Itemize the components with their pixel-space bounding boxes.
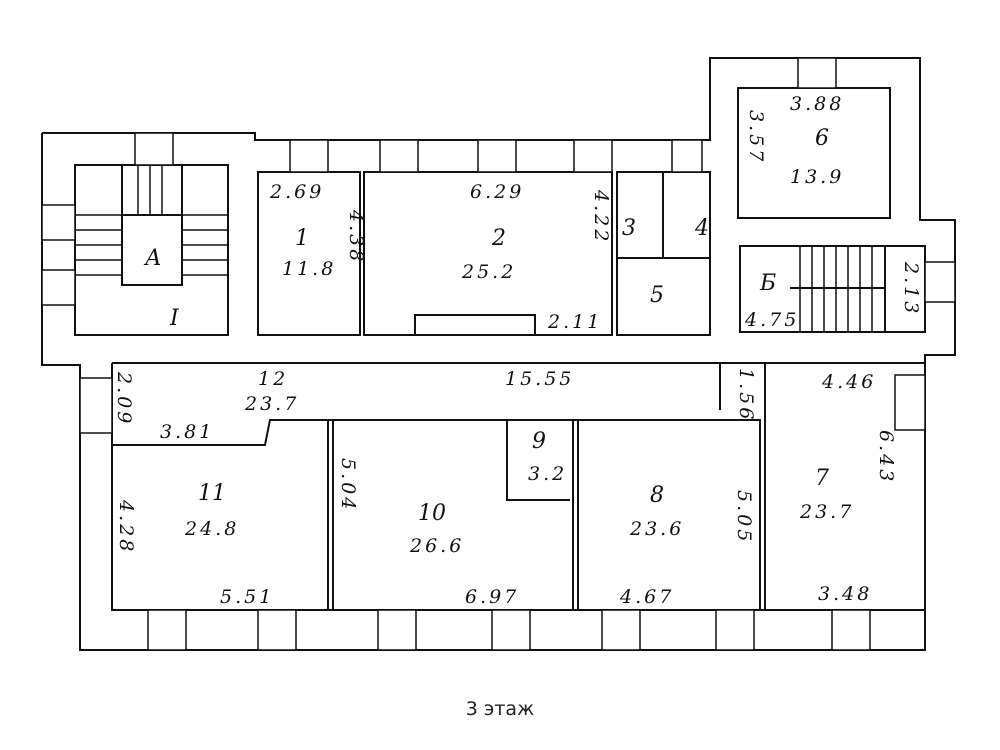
dimension-label: 2.11 — [547, 311, 602, 333]
dimension-label: 2.69 — [269, 181, 324, 203]
dimension-label: 4.67 — [619, 586, 674, 608]
dimension-label: 4.38 — [345, 209, 367, 264]
dimension-label: 24.8 — [184, 518, 239, 540]
dimension-label: 5.51 — [220, 586, 274, 608]
dimension-label: 5.05 — [733, 490, 755, 544]
dimension-label: 4.46 — [821, 371, 876, 393]
floor-caption: 3 этаж — [465, 698, 535, 720]
dimension-label: 25.2 — [461, 261, 516, 283]
dimension-label: 2.09 — [113, 371, 135, 426]
stair-a-mark: I — [169, 306, 180, 331]
dimension-label: 1.56 — [735, 368, 757, 422]
dimension-label: 3.48 — [818, 583, 872, 605]
dimension-label: 6 — [815, 126, 829, 151]
dimension-label: 6.43 — [875, 430, 897, 484]
dimension-label: 11 — [198, 481, 226, 506]
dimension-label: 3.81 — [160, 421, 214, 443]
stair-treads — [75, 165, 873, 332]
dimension-label: 2 — [491, 226, 506, 251]
dimension-label: 6.97 — [465, 586, 519, 608]
dimension-label: 3.88 — [790, 93, 844, 115]
dimension-label: 23.7 — [799, 501, 854, 523]
dimension-label: 11.8 — [282, 258, 336, 280]
windows — [41, 57, 956, 651]
dimension-label: Б — [759, 271, 776, 296]
dimension-label: 13.9 — [790, 166, 844, 188]
dimension-label: 4.75 — [744, 309, 799, 331]
labels: А I 2.69 4.38 1 11.8 6.29 4.22 2 25.2 2.… — [113, 93, 922, 608]
stair-a-letter: А — [143, 246, 162, 271]
dimension-label: 4.22 — [590, 189, 612, 244]
dimension-label: 12 — [258, 368, 288, 390]
dimension-label: 23.7 — [244, 393, 299, 415]
dimension-label: 5.04 — [337, 458, 359, 512]
dimension-label: 9 — [532, 429, 546, 454]
dimension-label: 4 — [694, 216, 709, 241]
dimension-label: 3.57 — [745, 110, 767, 164]
dimension-label: 26.6 — [409, 535, 464, 557]
dimension-label: 3.2 — [528, 463, 567, 485]
dimension-label: 1 — [295, 226, 309, 251]
dimension-label: 10 — [418, 501, 446, 526]
dimension-label: 4.28 — [115, 499, 137, 554]
dimension-label: 5 — [650, 283, 664, 308]
dimension-label: 8 — [650, 483, 664, 508]
dimension-label: 6.29 — [470, 181, 524, 203]
dimension-label: 15.55 — [505, 368, 574, 390]
dimension-label: 7 — [815, 466, 829, 491]
dimension-label: 23.6 — [629, 518, 684, 540]
dimension-label: 2.13 — [900, 261, 922, 316]
dimension-label: 3 — [622, 216, 636, 241]
walls — [41, 57, 956, 651]
